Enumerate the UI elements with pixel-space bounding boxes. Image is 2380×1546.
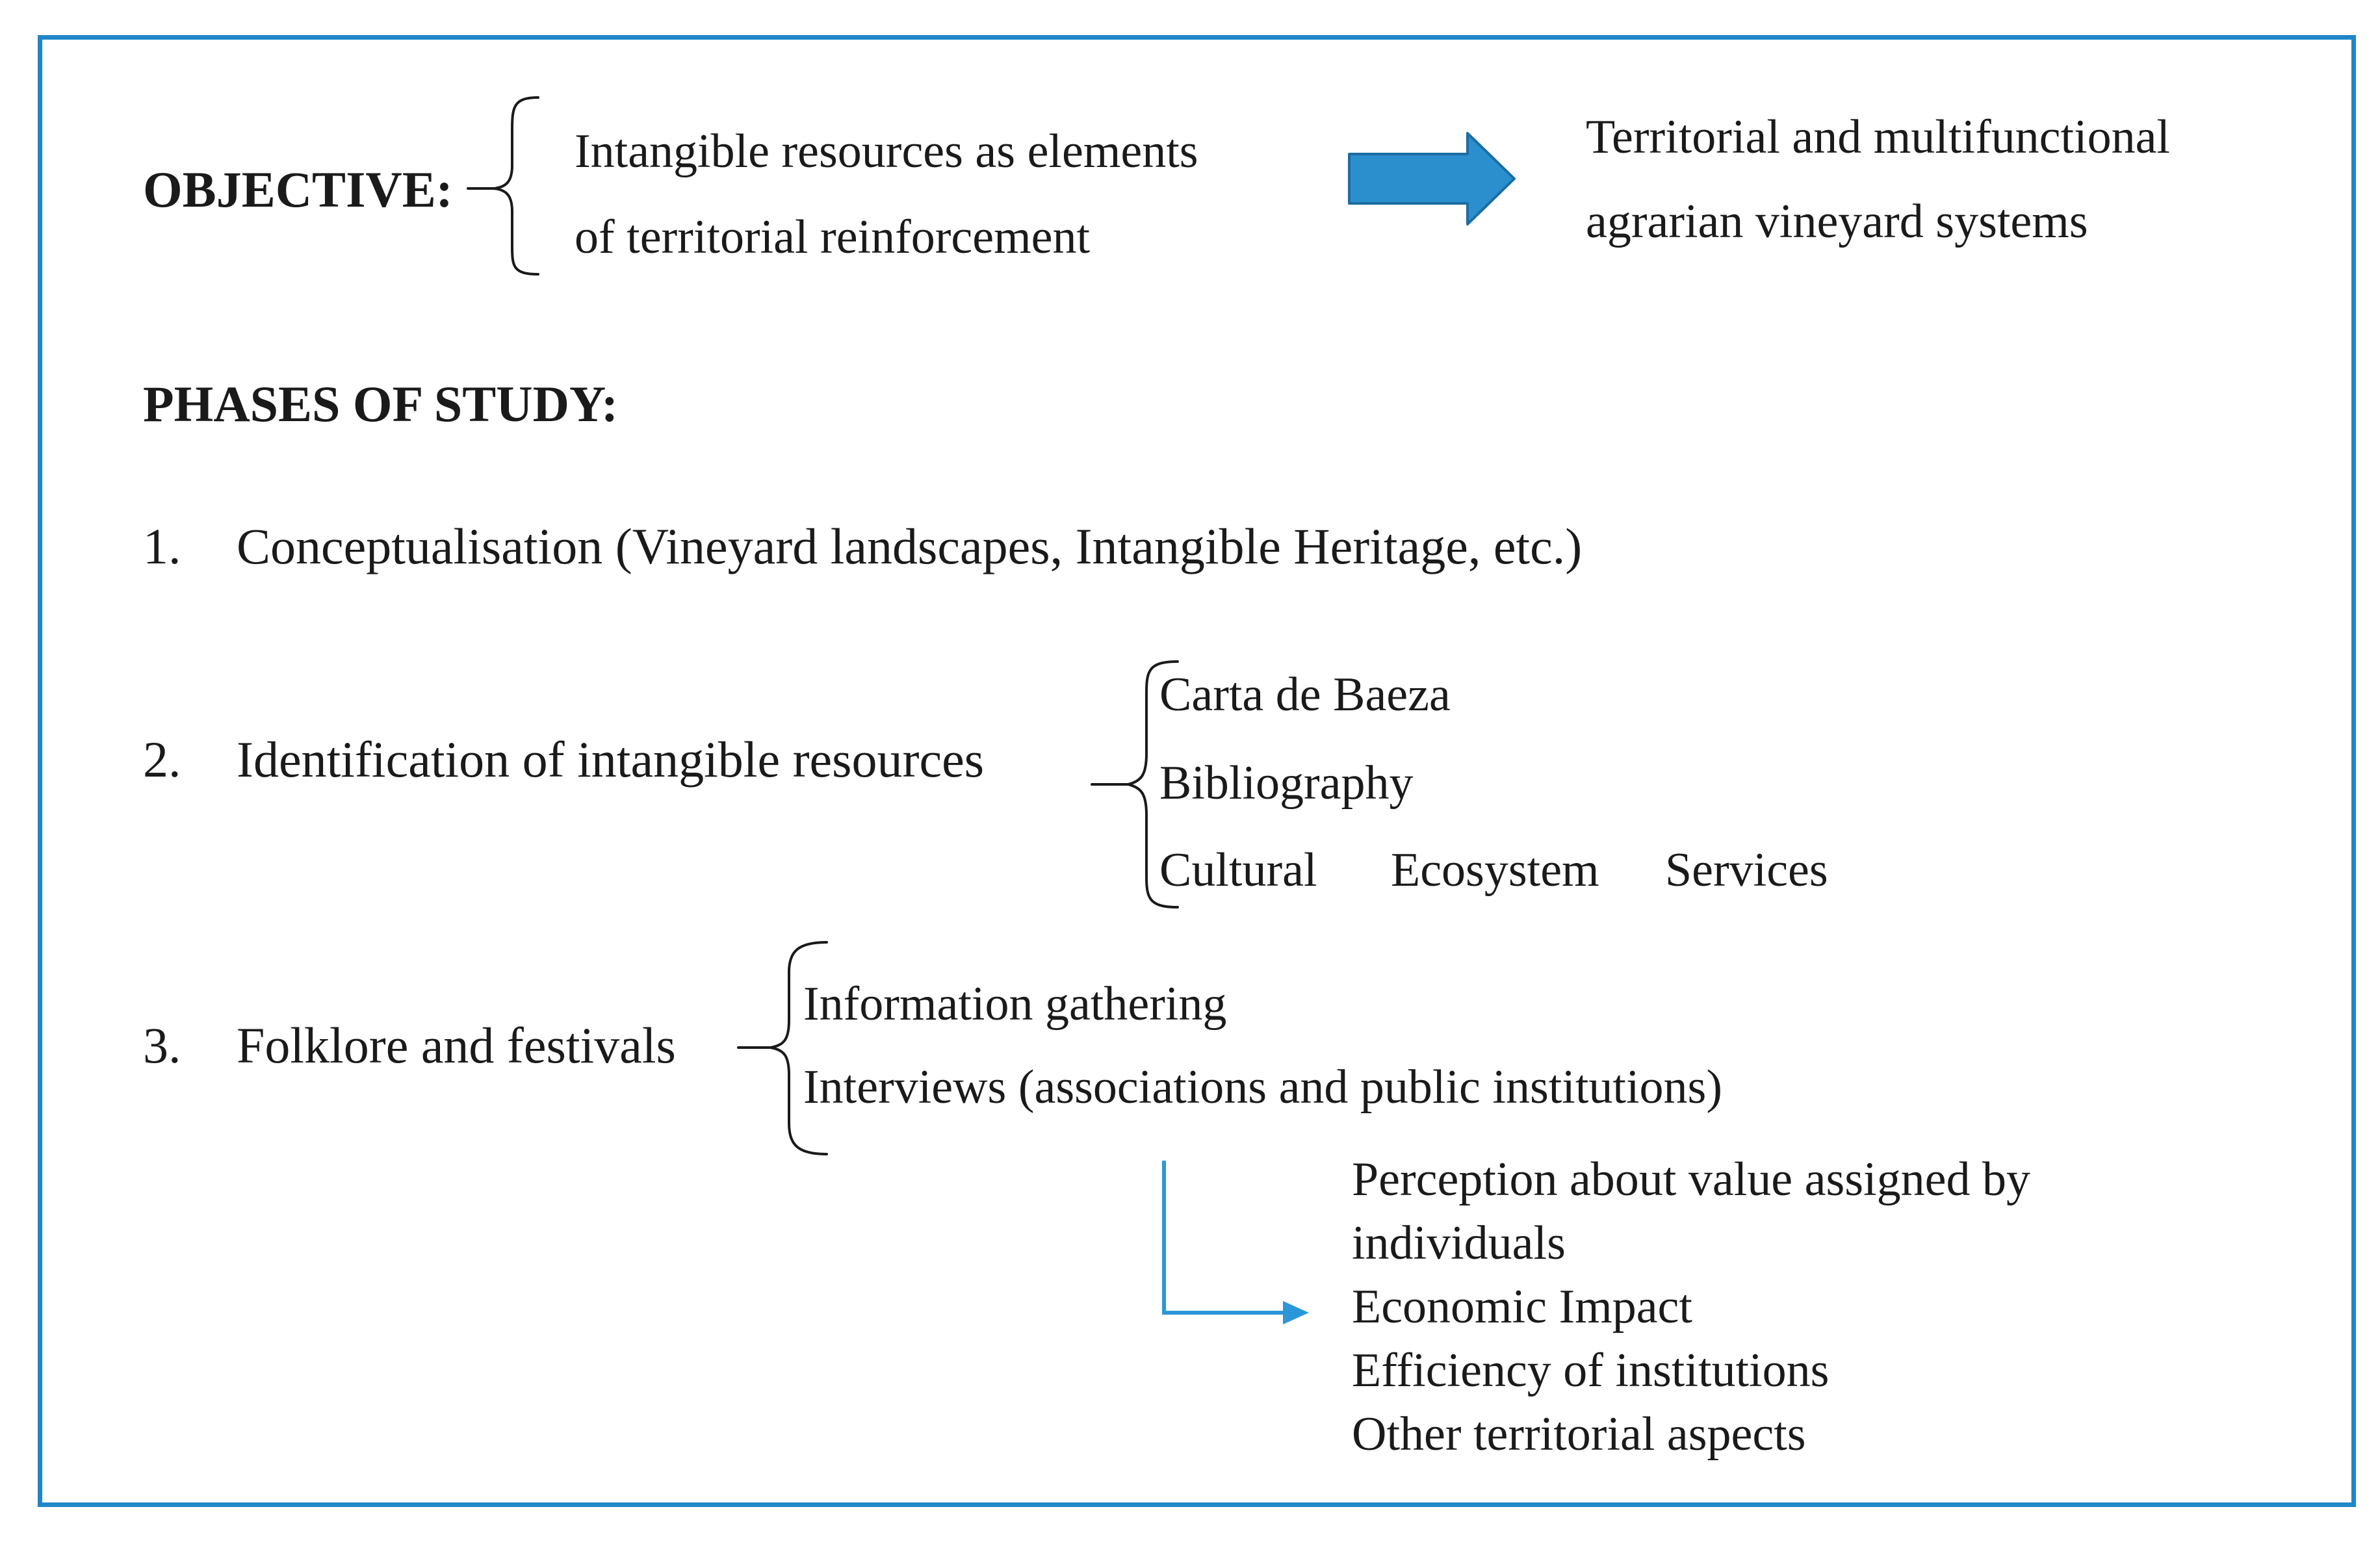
- phase-1-number: 1.: [143, 518, 181, 574]
- interview-topic-efficiency: Efficiency of institutions: [1352, 1344, 1830, 1397]
- identification-source-ecosystem: Ecosystem: [1391, 844, 1599, 897]
- diagram-frame: [38, 35, 2356, 1507]
- objective-resource-line-1: Intangible resources as elements: [575, 125, 1198, 178]
- folklore-brace: [737, 941, 828, 1155]
- identification-source-bibliography: Bibliography: [1159, 756, 1414, 810]
- interview-topic-economic-impact: Economic Impact: [1352, 1280, 1692, 1333]
- objective-target-line-2: agrarian vineyard systems: [1586, 195, 2088, 248]
- interview-connector-arrowhead-icon: [1283, 1301, 1309, 1324]
- objective-target-line-1: Territorial and multifunctional: [1586, 110, 2170, 164]
- identification-source-carta: Carta de Baeza: [1159, 668, 1451, 721]
- identification-source-services: Services: [1665, 844, 1828, 897]
- folklore-method-interviews: Interviews (associations and public inst…: [803, 1061, 1722, 1114]
- objective-label: OBJECTIVE:: [143, 161, 453, 218]
- objective-brace: [467, 96, 539, 276]
- objective-resource-line-2: of territorial reinforcement: [575, 211, 1091, 264]
- phase-1-label: Conceptualisation (Vineyard landscapes, …: [237, 518, 1583, 574]
- interview-topic-perception: Perception about value assigned by: [1352, 1153, 2030, 1206]
- phase-3-number: 3.: [143, 1017, 181, 1074]
- interview-topic-individuals: individuals: [1352, 1217, 1566, 1270]
- phase-2-number: 2.: [143, 731, 181, 788]
- identification-source-cultural: Cultural: [1159, 844, 1317, 897]
- phase-2-label: Identification of intangible resources: [237, 731, 985, 788]
- phases-heading: PHASES OF STUDY:: [143, 376, 619, 432]
- interview-topic-other-aspects: Other territorial aspects: [1352, 1408, 1806, 1461]
- interview-connector: [1162, 1161, 1286, 1315]
- phase-3-label: Folklore and festivals: [237, 1017, 676, 1074]
- identification-brace: [1091, 660, 1179, 908]
- interview-topics-list: Perception about value assigned by indiv…: [1352, 1148, 2030, 1466]
- objective-arrow-icon: [1348, 132, 1516, 225]
- folklore-method-information: Information gathering: [803, 977, 1227, 1031]
